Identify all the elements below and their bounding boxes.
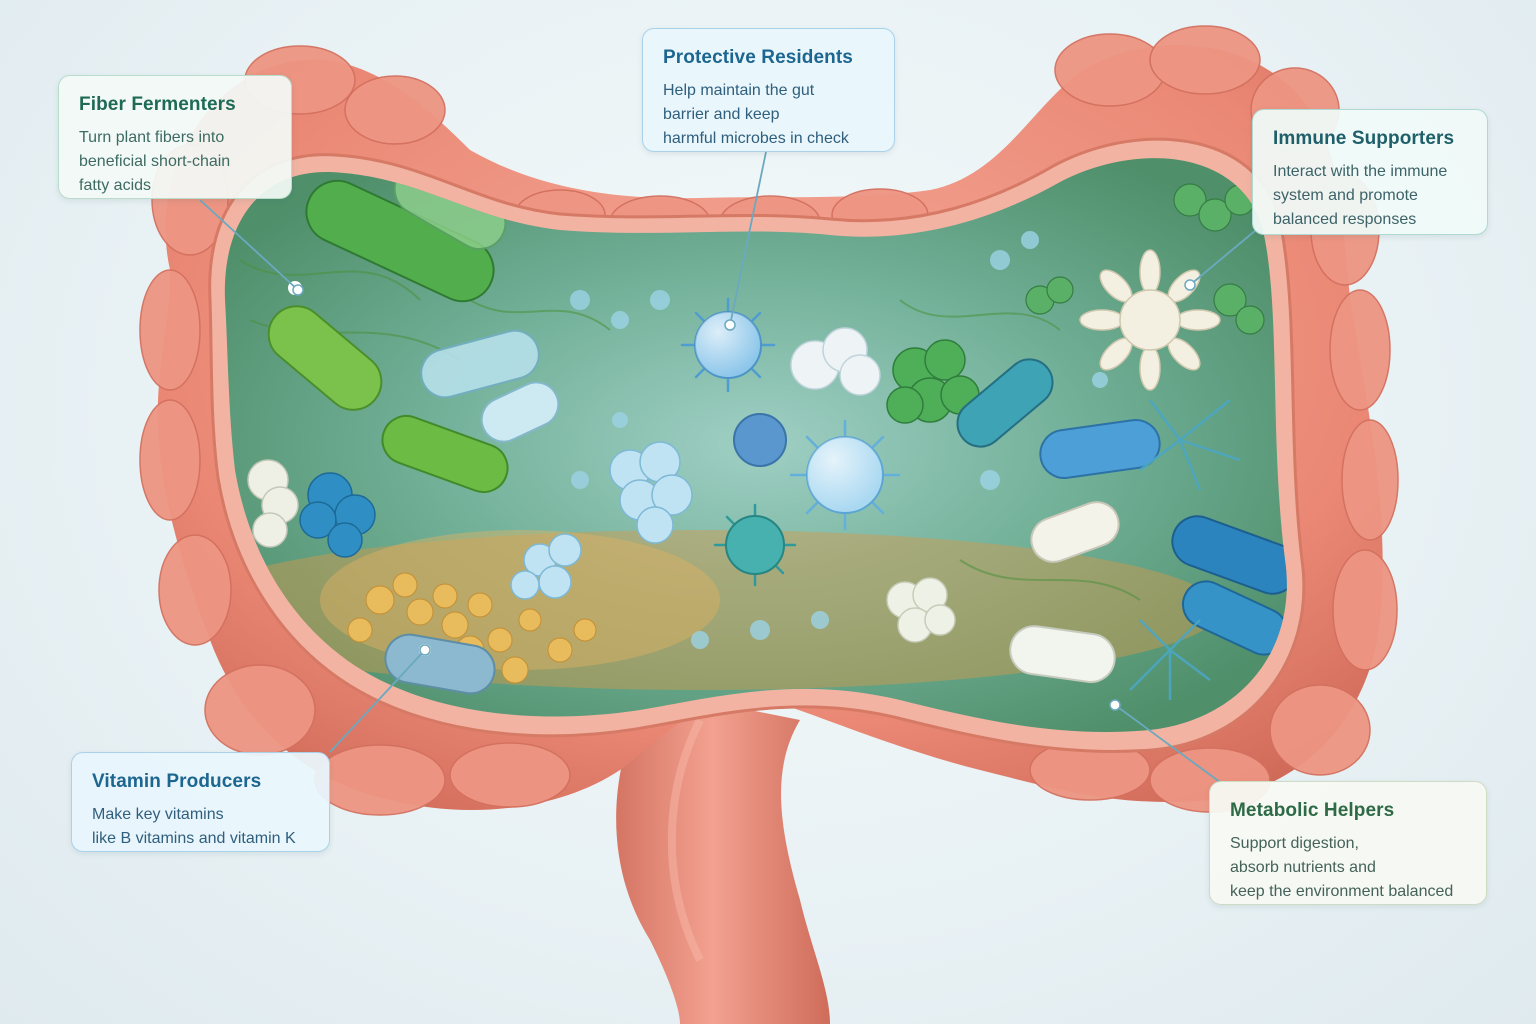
- label-title: Protective Residents: [663, 47, 853, 68]
- label-text: Make key vitamins like B vitamins and vi…: [92, 806, 296, 847]
- metabolic-rods: [956, 358, 1287, 684]
- label-text: Help maintain the gut barrier and keep h…: [663, 82, 849, 147]
- immune-cell: [1079, 249, 1221, 391]
- protective-cluster: [510, 441, 693, 600]
- label-vitamin-producers: Vitamin Producers Make key vitamins like…: [71, 752, 330, 852]
- spiky-microbes: [680, 297, 901, 587]
- label-immune-supporters: Immune Supporters Interact with the immu…: [1252, 109, 1488, 235]
- label-protective-residents: Protective Residents Help maintain the g…: [642, 28, 895, 152]
- label-fiber-fermenters: Fiber Fermenters Turn plant fibers into …: [58, 75, 292, 199]
- label-text: Interact with the immune system and prom…: [1273, 163, 1448, 228]
- label-metabolic-helpers: Metabolic Helpers Support digestion, abs…: [1209, 781, 1487, 905]
- label-text: Support digestion, absorb nutrients and …: [1230, 835, 1454, 900]
- label-title: Metabolic Helpers: [1230, 800, 1395, 821]
- intestine-stem: [616, 690, 830, 1024]
- label-title: Immune Supporters: [1273, 128, 1455, 149]
- leader-lines: [199, 151, 1263, 789]
- label-title: Fiber Fermenters: [79, 94, 236, 115]
- label-title: Vitamin Producers: [92, 771, 262, 792]
- label-text: Turn plant fibers into beneficial short-…: [79, 129, 231, 194]
